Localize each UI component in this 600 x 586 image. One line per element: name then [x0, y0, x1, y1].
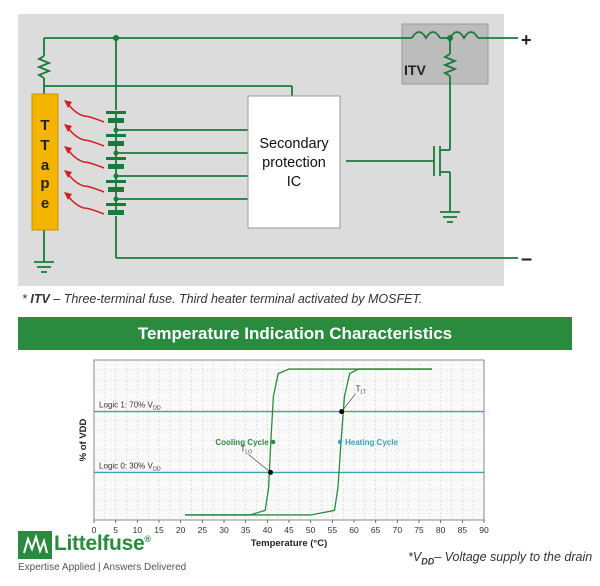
logic-level-label: Logic 1: 70% VDD	[99, 401, 161, 412]
tlo-leader	[248, 454, 271, 473]
brand-name: Littelfuse®	[54, 532, 151, 555]
tlo-label: TLO	[241, 444, 253, 455]
x-tick-label: 70	[393, 525, 403, 535]
brand-tagline: Expertise Applied | Answers Delivered	[18, 562, 187, 573]
littelfuse-mark-icon	[18, 531, 52, 559]
circuit-diagram: ITV	[18, 14, 532, 286]
protection-ic	[247, 95, 341, 229]
series-line	[185, 368, 432, 516]
x-axis-label: Temperature (°C)	[251, 538, 327, 549]
x-tick-label: 55	[328, 525, 338, 535]
ic-label-line: Secondary	[259, 136, 329, 152]
footnote-term: ITV	[30, 292, 50, 306]
littelfuse-logo: Littelfuse® Expertise Applied | Answers …	[16, 531, 186, 581]
x-tick-label: 15	[154, 525, 164, 535]
cooling-marker	[270, 439, 276, 445]
ttape-letter: p	[40, 175, 49, 192]
x-tick-label: 85	[458, 525, 468, 535]
temperature-chart: Logic 1: 70% VDD Logic 0: 30% VDD Cooling…	[78, 359, 489, 549]
ic-label-line: protection	[262, 155, 326, 171]
positive-terminal: +	[521, 30, 532, 50]
x-tick-label: 65	[371, 525, 381, 535]
x-tick-label: 90	[479, 525, 489, 535]
vdd-footnote: *VDD– Voltage supply to the drain	[408, 550, 593, 567]
footnote-text: – Three-terminal fuse. Third heater term…	[49, 292, 423, 306]
heating-marker	[337, 439, 343, 445]
chart-title-banner: Temperature Indication Characteristics	[18, 317, 572, 350]
y-axis-label: % of VDD	[78, 418, 89, 461]
ttape-letter: e	[41, 195, 49, 212]
ttape-letter: T	[40, 117, 49, 134]
negative-terminal: –	[521, 248, 532, 270]
x-tick-label: 35	[241, 525, 251, 535]
itv-label: ITV	[404, 62, 426, 78]
x-tick-label: 50	[306, 525, 316, 535]
heating-cycle-label: Heating Cycle	[345, 438, 398, 447]
tlt-label: TLT	[356, 385, 366, 396]
x-tick-label: 60	[349, 525, 359, 535]
tlt-point	[339, 409, 345, 415]
ttape-letter: T	[40, 137, 49, 154]
x-tick-label: 40	[263, 525, 273, 535]
x-tick-label: 10	[133, 525, 143, 535]
logic-level-label: Logic 0: 30% VDD	[99, 461, 161, 472]
x-tick-label: 5	[113, 525, 118, 535]
x-tick-label: 0	[92, 525, 97, 535]
ttape-sensor	[31, 93, 59, 231]
x-tick-label: 25	[198, 525, 208, 535]
x-tick-label: 20	[176, 525, 186, 535]
x-tick-label: 75	[414, 525, 424, 535]
x-tick-label: 30	[219, 525, 229, 535]
tlt-leader	[341, 393, 356, 412]
itv-footnote: * ITV – Three-terminal fuse. Third heate…	[22, 292, 423, 306]
cooling-cycle-label: Cooling Cycle	[215, 438, 269, 447]
x-tick-label: 80	[436, 525, 446, 535]
heat-arrows	[67, 103, 105, 215]
ic-label-line: IC	[287, 174, 302, 190]
x-tick-label: 45	[284, 525, 294, 535]
ttape-letter: a	[41, 157, 50, 174]
